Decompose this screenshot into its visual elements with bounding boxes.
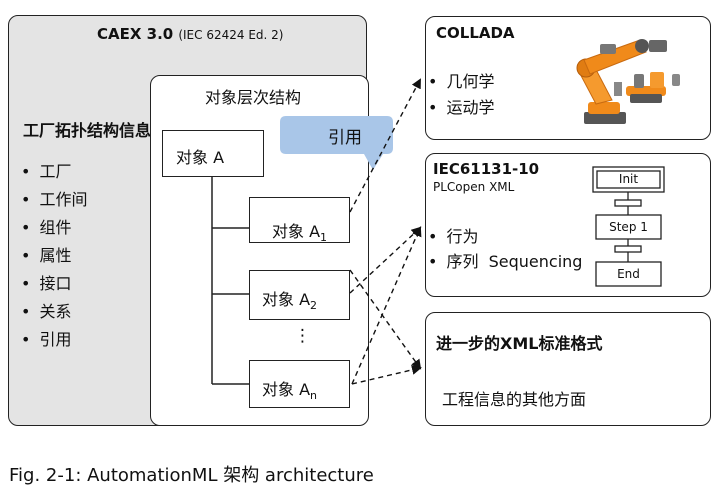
object-a1-text: 对象 A (272, 222, 321, 241)
object-a1-box: 对象 A1 (249, 197, 350, 244)
plant-item: 引用 (21, 326, 71, 350)
object-a1-label: 对象 A1 (272, 218, 327, 244)
sfc-end-label: End (617, 267, 640, 281)
iec-subtitle: PLCopen XML (433, 180, 515, 194)
plant-item: 属性 (21, 242, 71, 266)
object-a2-sub: 2 (310, 299, 318, 313)
xml-standards-box (425, 312, 711, 426)
iec-title: IEC61131-10 (433, 160, 540, 178)
sfc-step1-label: Step 1 (609, 220, 648, 234)
plant-item: 接口 (21, 270, 71, 294)
object-a2-label: 对象 A2 (262, 286, 317, 312)
object-an-label: 对象 An (262, 376, 317, 402)
collada-item: 几何学 (428, 68, 494, 92)
caex-title-row: CAEX 3.0 (IEC 62424 Ed. 2) (97, 24, 283, 43)
object-hierarchy-title: 对象层次结构 (205, 88, 302, 107)
collada-item: 运动学 (428, 94, 494, 118)
object-an-box: 对象 An (249, 360, 350, 408)
object-a-box: 对象 A (162, 130, 264, 177)
object-a2-text: 对象 A (262, 290, 311, 309)
object-a-label: 对象 A (176, 148, 225, 167)
plant-topology-title: 工厂拓扑结构信息 (23, 121, 152, 140)
plant-item: 关系 (21, 298, 71, 322)
iec-item: 行为 (428, 223, 478, 247)
object-a1-sub: 1 (320, 231, 328, 245)
plant-item: 工厂 (21, 158, 71, 182)
plant-item: 工作间 (21, 186, 87, 210)
caex-title: CAEX 3.0 (97, 25, 174, 43)
xml-standards-desc: 工程信息的其他方面 (442, 390, 587, 409)
xml-standards-title: 进一步的XML标准格式 (436, 334, 603, 353)
object-an-sub: n (310, 389, 318, 403)
plant-item: 组件 (21, 214, 71, 238)
reference-callout-label: 引用 (328, 128, 362, 148)
object-an-text: 对象 A (262, 380, 311, 399)
figure-caption: Fig. 2-1: AutomationML 架构 architecture (9, 465, 374, 486)
object-a2-box: 对象 A2 (249, 270, 350, 320)
sfc-init-label: Init (618, 172, 639, 186)
iec-item: 序列 Sequencing (428, 248, 582, 272)
collada-title: COLLADA (436, 24, 515, 42)
ellipsis: ⋮ (294, 326, 311, 346)
caex-subtitle: (IEC 62424 Ed. 2) (178, 28, 284, 42)
